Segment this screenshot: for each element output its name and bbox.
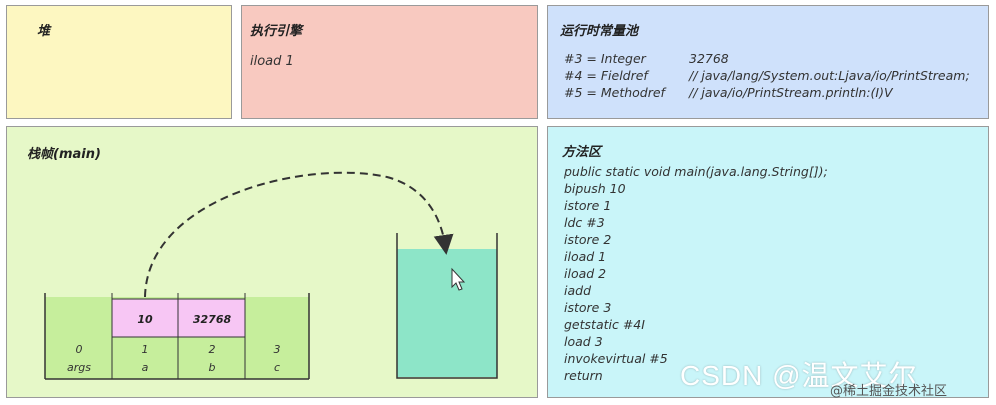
- pool-entry-value: 32768: [689, 51, 729, 66]
- heap-panel: 堆: [6, 5, 232, 119]
- pool-entry-key: #3 = Integer: [564, 51, 646, 66]
- bytecode-line: public static void main(java.lang.String…: [564, 164, 828, 179]
- bytecode-line: iadd: [564, 283, 592, 298]
- slot-name: b: [209, 361, 216, 374]
- pool-entry-key: #5 = Methodref: [564, 85, 665, 100]
- pool-entry: #5 = Methodref // java/io/PrintStream.pri…: [564, 85, 893, 100]
- stack-frame-diagram: 10 32768 0 1 2 3 args a b c: [44, 171, 498, 380]
- operand-stack-fill: [397, 249, 497, 377]
- stack-frame-panel: 栈帧(main) 10 32768 0 1 2 3 args a b c: [6, 126, 538, 398]
- slot-name: a: [142, 361, 149, 374]
- load-arrow: [144, 171, 454, 298]
- pool-entry-key: #4 = Fieldref: [564, 68, 648, 83]
- execution-engine-panel: 执行引擎 iload 1: [241, 5, 538, 119]
- juejin-watermark: @稀土掘金技术社区: [830, 384, 948, 399]
- execution-engine-title: 执行引擎: [250, 24, 303, 39]
- slot-index: 0: [76, 343, 83, 356]
- pool-entry-value: // java/lang/System.out:Ljava/io/PrintSt…: [689, 68, 970, 83]
- slot-value: 10: [137, 313, 153, 326]
- method-area-panel: 方法区 public static void main(java.lang.St…: [547, 126, 989, 398]
- current-instruction: iload 1: [250, 54, 294, 69]
- operand-stack: [396, 233, 498, 379]
- bytecode-line: istore 2: [564, 232, 612, 247]
- method-area-title: 方法区: [562, 145, 602, 160]
- slot-index: 2: [209, 343, 216, 356]
- bytecode-line: return: [564, 368, 603, 383]
- heap-title: 堆: [37, 24, 51, 39]
- bytecode-line: iload 1: [564, 249, 607, 264]
- bytecode-line: load 3: [564, 334, 603, 349]
- bytecode-line: ldc #3: [564, 215, 605, 230]
- bytecode-line: istore 3: [564, 300, 612, 315]
- slot-value: 32768: [193, 313, 232, 326]
- slot-name: args: [67, 361, 91, 374]
- slot-index: 3: [274, 343, 281, 356]
- constant-pool-title: 运行时常量池: [560, 24, 639, 39]
- slot-index: 1: [142, 343, 149, 356]
- bytecode-line: invokevirtual #5: [564, 351, 668, 366]
- pool-entry-value: // java/io/PrintStream.println:(I)V: [689, 85, 893, 100]
- bytecode-line: getstatic #4I: [564, 317, 645, 332]
- bytecode-line: bipush 10: [564, 181, 626, 196]
- bytecode-line: istore 1: [564, 198, 612, 213]
- runtime-constant-pool-panel: 运行时常量池 #3 = Integer 32768 #4 = Fieldref //…: [547, 5, 989, 119]
- pool-entry: #4 = Fieldref // java/lang/System.out:Lja…: [564, 68, 970, 83]
- slot-name: c: [274, 361, 280, 374]
- cursor-icon: [451, 267, 466, 291]
- csdn-watermark: CSDN @温文艾尔: [680, 360, 918, 391]
- stack-frame-title: 栈帧(main): [27, 147, 101, 162]
- pool-entry: #3 = Integer 32768: [564, 51, 729, 66]
- bytecode-line: iload 2: [564, 266, 607, 281]
